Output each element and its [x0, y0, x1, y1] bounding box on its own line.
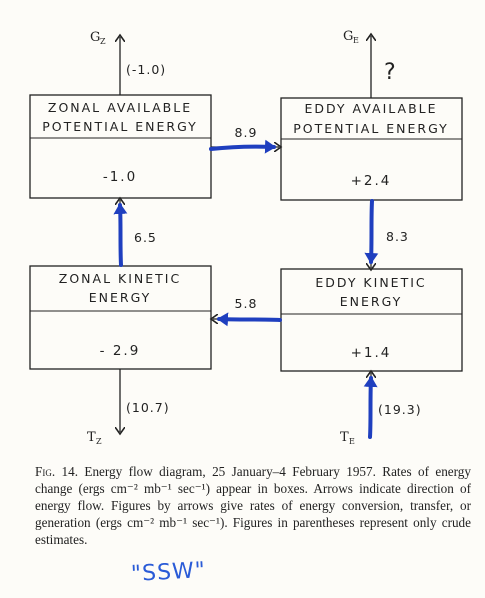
figure-caption-lead: Fig. 14.	[35, 464, 78, 479]
eddy-ape-box: EDDY AVAILABLE POTENTIAL ENERGY +2.4	[280, 97, 463, 201]
gz-symbol: G	[90, 30, 100, 45]
zonal-ke-value: - 2.9	[100, 343, 141, 359]
flow-eddy-ke-to-zonal-ke-value: 5.8	[235, 296, 258, 311]
ge-value: ?	[384, 60, 396, 85]
flow-zonal-ape-to-eddy-ape: 8.9	[209, 125, 279, 154]
eddy-ke-title-line1: EDDY KINETIC	[315, 275, 426, 290]
zonal-ape-value: -1.0	[103, 169, 137, 185]
flow-zonal-ape-to-eddy-ape-value: 8.9	[235, 125, 258, 140]
flow-eddy-ape-to-eddy-ke: 8.3	[364, 199, 409, 268]
flow-te: (19.3) T E	[340, 373, 422, 446]
flow-tz: (10.7) T Z	[87, 369, 170, 446]
eddy-ke-title-line2: ENERGY	[340, 294, 403, 309]
handwritten-annotation: "SSW"	[130, 558, 207, 587]
zonal-ke-title-line1: ZONAL KINETIC	[59, 271, 181, 286]
zonal-ape-box: ZONAL AVAILABLE POTENTIAL ENERGY -1.0	[29, 94, 212, 199]
flow-zonal-ke-to-zonal-ape: 6.5	[113, 200, 157, 267]
zonal-ape-title-line1: ZONAL AVAILABLE	[48, 100, 192, 115]
flow-gz: G Z (-1.0)	[90, 30, 166, 95]
zonal-ape-title-line2: POTENTIAL ENERGY	[42, 119, 198, 134]
eddy-ke-value: +1.4	[351, 345, 392, 361]
te-symbol: T	[340, 430, 349, 445]
flow-eddy-ape-to-eddy-ke-value: 8.3	[386, 229, 409, 244]
te-value: (19.3)	[378, 402, 422, 417]
eddy-ape-title-line2: POTENTIAL ENERGY	[293, 121, 449, 136]
figure-caption-text: Energy flow diagram, 25 January–4 Februa…	[35, 464, 471, 547]
ge-symbol: G	[343, 29, 353, 44]
eddy-ape-value: +2.4	[351, 173, 392, 189]
zonal-ke-title-line2: ENERGY	[89, 290, 152, 305]
flow-eddy-ke-to-zonal-ke: 5.8	[213, 296, 282, 327]
flow-ge: G E ?	[343, 29, 396, 98]
tz-symbol: T	[87, 430, 96, 445]
te-subscript: E	[349, 437, 355, 446]
figure-caption: Fig. 14. Energy flow diagram, 25 January…	[35, 463, 471, 548]
gz-value: (-1.0)	[126, 62, 166, 77]
zonal-ke-box: ZONAL KINETIC ENERGY - 2.9	[29, 265, 212, 370]
ge-subscript: E	[353, 36, 359, 45]
tz-value: (10.7)	[126, 400, 170, 415]
tz-subscript: Z	[96, 437, 102, 446]
eddy-ke-box: EDDY KINETIC ENERGY +1.4	[280, 268, 463, 372]
energy-flow-diagram: ZONAL AVAILABLE POTENTIAL ENERGY -1.0 ED…	[29, 29, 463, 446]
gz-subscript: Z	[100, 37, 106, 46]
eddy-ape-title-line1: EDDY AVAILABLE	[304, 101, 437, 116]
flow-zonal-ke-to-zonal-ape-value: 6.5	[134, 230, 157, 245]
